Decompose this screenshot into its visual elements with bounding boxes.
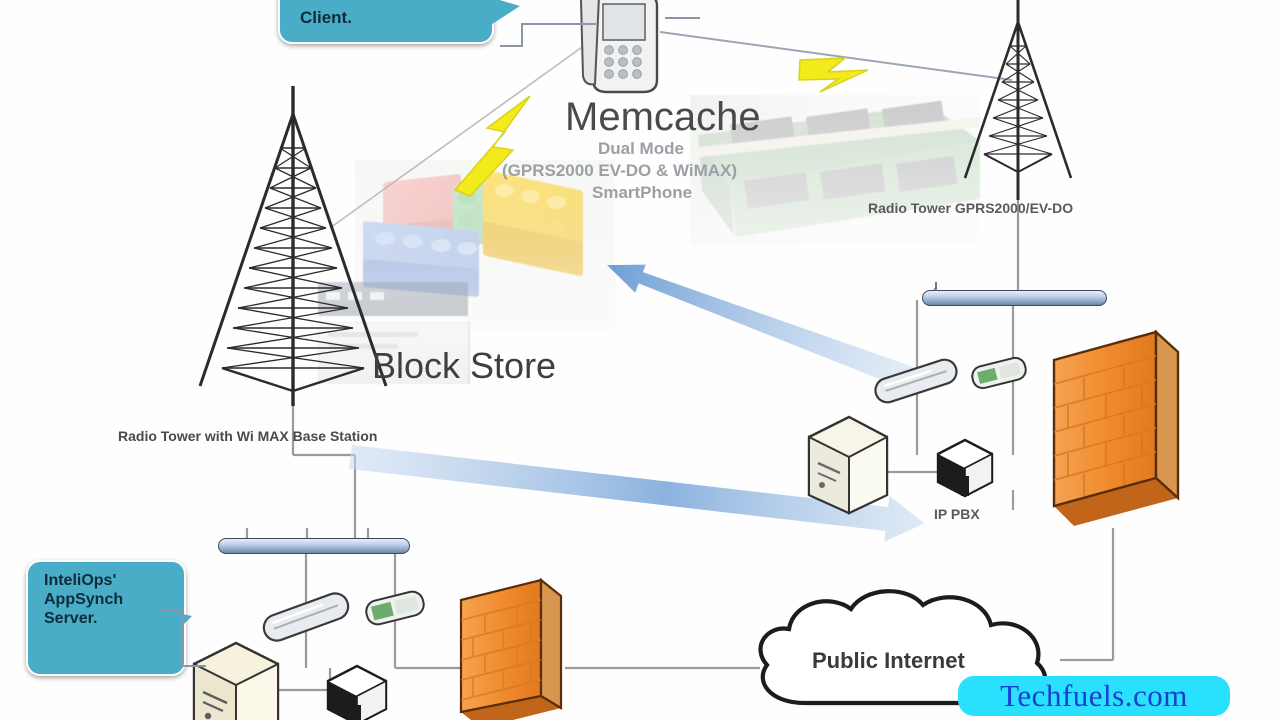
- appsynch-callout-line-1: InteliOps': [44, 572, 117, 589]
- appsynch-callout-line-3: Server.: [44, 609, 98, 627]
- server-center: [807, 415, 889, 515]
- router-lower: [262, 592, 350, 642]
- client-callout-leader: [500, 23, 596, 47]
- arrow-to-ip-pbx: [349, 444, 925, 542]
- lego-bricks-photo: [355, 160, 615, 330]
- radio-tower-left: [198, 86, 388, 406]
- ip-pbx-node: [936, 438, 994, 498]
- appsynch-callout-leader: [160, 609, 206, 667]
- techfuels-watermark: Techfuels.com: [958, 676, 1230, 716]
- client-callout-tail: [486, 0, 520, 28]
- public-internet-label: Public Internet: [812, 648, 965, 673]
- dual-mode-line-1: Dual Mode: [598, 139, 684, 158]
- hub-lower: [365, 590, 425, 626]
- client-callout-text: Client.: [300, 8, 352, 27]
- radio-tower-wimax-label: Radio Tower with Wi MAX Base Station: [118, 428, 378, 444]
- radio-tower-gprs-label: Radio Tower GPRS2000/EV-DO: [868, 200, 1074, 216]
- internet-cloud: [758, 589, 1048, 706]
- router-upper: [874, 358, 958, 404]
- network-bus-bottom-left: [218, 538, 410, 554]
- arrow-to-block-store: [607, 264, 921, 392]
- firewall-bottom: [459, 578, 563, 720]
- radio-tower-right: [963, 0, 1073, 200]
- network-bus-top-right: [922, 290, 1107, 306]
- memcache-overlay-text: Memcache: [565, 95, 761, 139]
- smartphone-icon: [579, 0, 659, 94]
- lightning-bolt-left: [453, 95, 531, 197]
- ip-pbx-label: IP PBX: [934, 506, 980, 522]
- server-lower-left: [192, 641, 280, 720]
- firewall-right: [1052, 330, 1180, 526]
- dual-mode-line-2: (GPRS2000 EV-DO & WiMAX): [502, 161, 738, 180]
- client-callout-bubble[interactable]: Client.: [278, 0, 520, 44]
- techfuels-watermark-text: Techfuels.com: [1000, 678, 1188, 713]
- appsynch-callout-tail: [162, 610, 192, 646]
- ram-module-photo: [690, 95, 980, 245]
- rack-appliance-photo: [318, 282, 470, 392]
- appsynch-callout-line-2: AppSynch: [44, 590, 124, 608]
- block-store-overlay-text: Block Store: [372, 345, 557, 386]
- pbx-lower: [326, 664, 388, 720]
- hub-upper: [971, 356, 1027, 390]
- network-bus-top-right-tick: [935, 282, 937, 291]
- dual-mode-line-3: SmartPhone: [592, 183, 693, 202]
- lightning-bolt-right: [798, 57, 869, 93]
- appsynch-callout-bubble[interactable]: InteliOps' AppSynch Server.: [26, 560, 192, 676]
